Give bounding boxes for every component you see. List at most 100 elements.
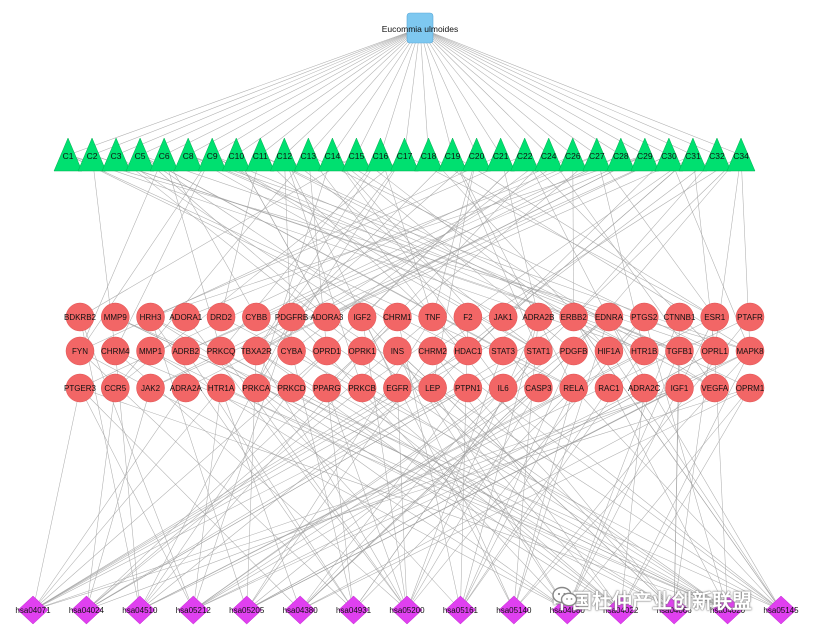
pathway-label: hsa04020 — [710, 606, 746, 615]
target-label: ADRB2 — [172, 347, 199, 356]
target-label: EGFR — [386, 384, 408, 393]
target-label: MMP9 — [104, 313, 128, 322]
target-label: OPRL1 — [702, 347, 729, 356]
compound-label: C12 — [277, 151, 293, 161]
target-label: PTAFR — [737, 313, 763, 322]
edge — [406, 387, 539, 611]
target-node-jak2: JAK2 — [136, 373, 165, 403]
pathway-node-hsa04510: hsa04510 — [122, 595, 158, 625]
edge — [513, 316, 751, 611]
compound-label: C2 — [87, 151, 98, 161]
pathway-node-hsa04022: hsa04022 — [603, 595, 639, 625]
edge — [419, 27, 573, 156]
target-node-pparg: PPARG — [312, 373, 342, 403]
pathway-node-hsa04066: hsa04066 — [657, 595, 692, 625]
edge — [139, 316, 751, 611]
pathway-label: hsa04931 — [336, 606, 372, 615]
target-node-hrh3: HRH3 — [136, 302, 165, 332]
target-node-stat1: STAT1 — [524, 336, 553, 366]
edge — [79, 387, 301, 611]
pathway-node-hsa05205: hsa05205 — [229, 595, 265, 625]
target-label: PRKCB — [348, 384, 376, 393]
target-node-lep: LEP — [418, 373, 447, 403]
pathway-label: hsa05212 — [176, 606, 212, 615]
edge — [567, 316, 715, 611]
edge — [500, 154, 539, 318]
edge — [419, 27, 429, 156]
compound-node-c3: C3 — [101, 137, 131, 172]
target-label: PRKCQ — [207, 347, 235, 356]
compound-node-c13: C13 — [293, 137, 323, 172]
edge — [460, 350, 574, 611]
target-label: HTR1A — [208, 384, 235, 393]
target-node-casp3: CASP3 — [524, 373, 553, 403]
edge — [79, 154, 357, 318]
target-node-htr1a: HTR1A — [206, 373, 236, 403]
compound-node-c11: C11 — [245, 137, 275, 172]
target-label: IL6 — [498, 384, 510, 393]
target-label: CHRM1 — [383, 313, 412, 322]
pathway-label: hsa04022 — [603, 606, 639, 615]
compound-label: C9 — [207, 151, 218, 161]
edge-layer — [32, 27, 782, 611]
compound-label: C22 — [517, 151, 533, 161]
pathway-node-hsa05161: hsa05161 — [443, 595, 479, 625]
edge — [150, 154, 525, 318]
edge — [32, 387, 81, 611]
target-label: BDKRB2 — [64, 313, 97, 322]
edge — [164, 27, 421, 156]
edge — [220, 387, 301, 611]
edge — [460, 316, 469, 611]
edge — [32, 387, 398, 611]
target-label: RELA — [563, 384, 585, 393]
target-node-oprm1: OPRM1 — [735, 373, 765, 403]
compound-node-c15: C15 — [342, 137, 371, 172]
target-label: PTPN1 — [455, 384, 481, 393]
target-label: RAC1 — [598, 384, 620, 393]
edge — [361, 154, 525, 318]
edge — [397, 350, 515, 611]
target-label: PRKCD — [278, 384, 306, 393]
edge — [428, 154, 751, 352]
edge — [67, 27, 421, 156]
edge — [86, 316, 574, 611]
target-node-ins: INS — [383, 336, 412, 366]
pathway-node-hsa05212: hsa05212 — [176, 595, 212, 625]
compound-node-c34: C34 — [726, 137, 756, 172]
pathway-label: hsa05161 — [443, 606, 479, 615]
watermark-text: 中国杜仲产业创新联盟 — [552, 588, 752, 613]
edge — [620, 387, 751, 611]
edge — [620, 387, 645, 611]
target-label: PTGER3 — [64, 384, 97, 393]
edge — [193, 387, 539, 611]
target-node-pdgfb: PDGFB — [559, 336, 588, 366]
edge — [419, 27, 621, 156]
edge — [432, 154, 742, 352]
root-label: Eucommia ulmoides — [382, 24, 459, 34]
edge — [220, 316, 782, 611]
edge — [256, 316, 621, 611]
edge — [86, 387, 469, 611]
target-label: OPRM1 — [736, 384, 765, 393]
target-node-mapk8: MAPK8 — [735, 336, 765, 366]
target-label: TGFB1 — [667, 347, 693, 356]
target-label: ADORA3 — [310, 313, 343, 322]
target-label: F2 — [463, 313, 473, 322]
edge — [32, 316, 539, 611]
target-node-il6: IL6 — [488, 373, 518, 403]
edge — [86, 387, 116, 611]
edge — [163, 154, 257, 318]
target-node-adra2b: ADRA2B — [522, 302, 554, 332]
compound-node-c16: C16 — [366, 137, 395, 172]
watermark: 中国杜仲产业创新联盟 — [552, 586, 752, 613]
compound-node-c17: C17 — [390, 137, 419, 172]
compound-label: C19 — [445, 151, 461, 161]
compound-node-c6: C6 — [149, 137, 179, 172]
edge — [291, 316, 568, 611]
target-label: HTR1B — [631, 347, 657, 356]
target-node-cybb: CYBB — [242, 302, 271, 332]
edge — [32, 350, 539, 611]
edge — [260, 27, 421, 156]
